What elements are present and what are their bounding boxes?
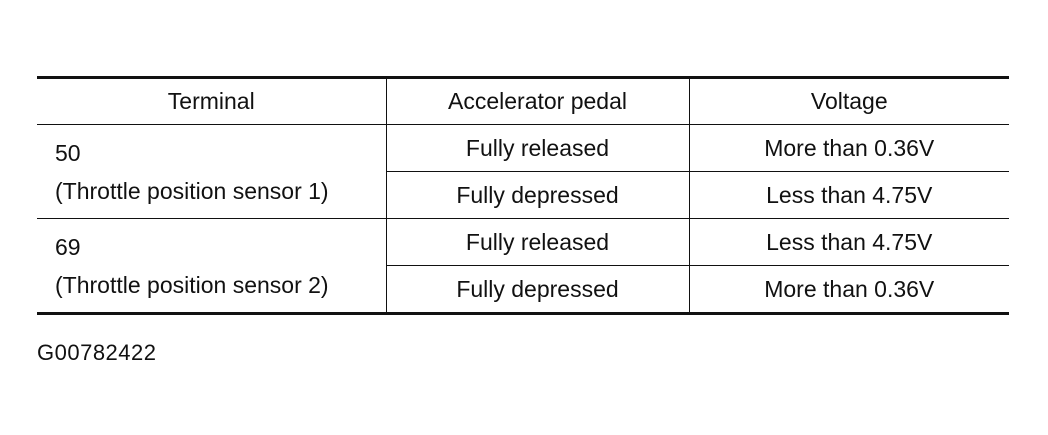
figure-id: G00782422	[37, 340, 157, 365]
pedal-state-cell: Fully depressed	[386, 171, 690, 219]
table-row: 69 (Throttle position sensor 2) Fully re…	[37, 218, 1009, 314]
table-row: Fully depressed More than 0.36V	[37, 265, 1009, 314]
header-accelerator-pedal: Accelerator pedal	[385, 77, 690, 125]
pedal-state-cell: Fully depressed	[386, 265, 690, 314]
table-row: Fully depressed Less than 4.75V	[37, 171, 1009, 219]
terminal-number: 69	[55, 233, 81, 260]
header-terminal: Terminal	[37, 77, 387, 125]
terminal-cell-50: 50 (Throttle position sensor 1)	[37, 124, 387, 219]
terminal-description: (Throttle position sensor 2)	[55, 271, 329, 298]
voltage-cell: Less than 4.75V	[688, 171, 1009, 219]
pedal-state-cell: Fully released	[385, 124, 690, 172]
header-voltage: Voltage	[688, 77, 1009, 125]
pedal-state-cell: Fully released	[385, 218, 690, 266]
terminal-cell-69: 69 (Throttle position sensor 2)	[37, 218, 387, 314]
terminal-voltage-table: Terminal Accelerator pedal Voltage 50 (T…	[37, 76, 1009, 315]
terminal-number: 50	[55, 139, 81, 166]
table-row: 50 (Throttle position sensor 1) Fully re…	[37, 124, 1009, 219]
voltage-cell: More than 0.36V	[688, 265, 1009, 314]
voltage-cell: More than 0.36V	[688, 124, 1009, 172]
voltage-cell: Less than 4.75V	[688, 218, 1009, 266]
table-header-row: Terminal Accelerator pedal Voltage	[37, 77, 1009, 125]
terminal-description: (Throttle position sensor 1)	[55, 177, 329, 204]
